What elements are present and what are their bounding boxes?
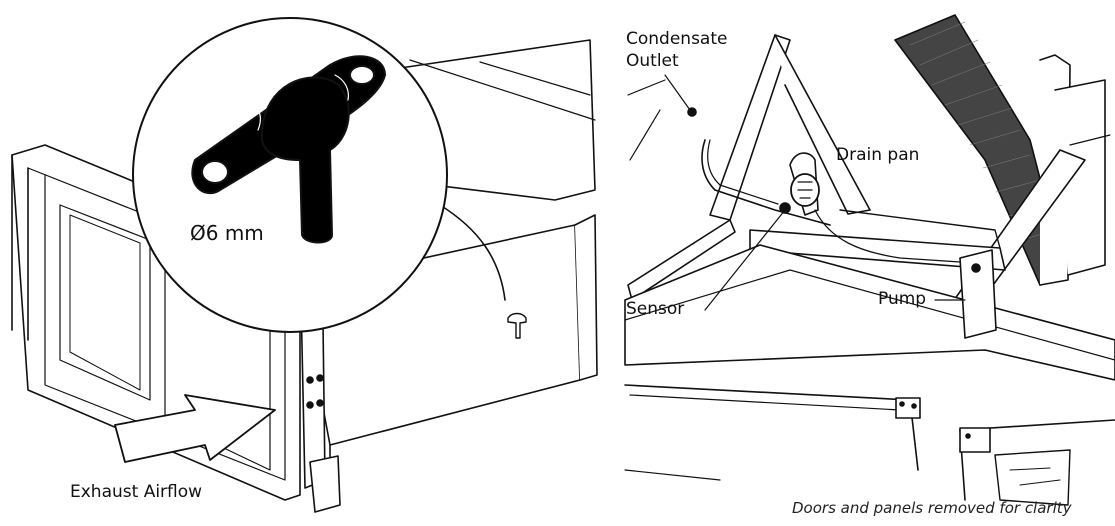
pump-label: Pump <box>878 289 927 309</box>
condensate-outlet-label-line1: Condensate <box>626 29 728 49</box>
left-figure: Ø6 mm Exhaust Airflow <box>11 17 598 513</box>
magnifier-circle <box>132 17 448 333</box>
sensor-leader <box>704 209 786 311</box>
drain-pan-outline <box>749 229 1006 271</box>
pump-body <box>959 249 997 339</box>
fitting-diameter-label: Ø6 mm <box>190 221 264 245</box>
outlet-leader <box>664 74 691 111</box>
exhaust-airflow-arrow <box>114 394 276 463</box>
drain-pan-label: Drain pan <box>836 145 920 165</box>
sensor-label: Sensor <box>626 299 685 319</box>
right-illustration <box>624 14 1115 506</box>
exhaust-airflow-label: Exhaust Airflow <box>70 482 203 502</box>
right-figure: Condensate Outlet Drain pan Sensor Pump … <box>600 0 1115 526</box>
left-illustration <box>11 17 598 513</box>
drain-fitting-small <box>507 312 527 339</box>
callout-leader <box>439 204 506 301</box>
drain-fitting-magnified <box>191 55 386 244</box>
sensor-assembly <box>779 152 820 216</box>
condensate-outlet-label-line2: Outlet <box>626 51 679 71</box>
footnote: Doors and panels removed for clarity <box>792 499 1072 517</box>
condensate-hose <box>701 139 831 226</box>
